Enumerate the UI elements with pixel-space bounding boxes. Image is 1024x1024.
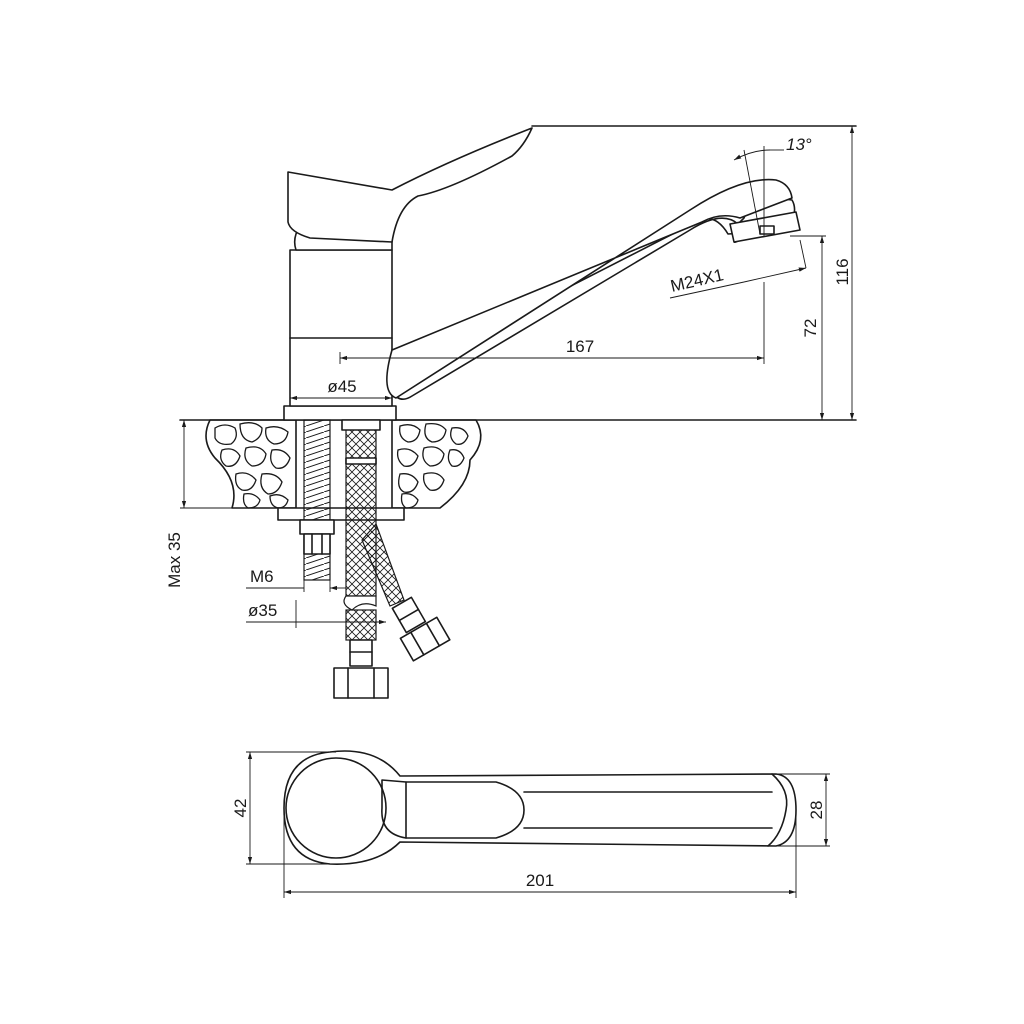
dim-spout-height: 72 — [801, 319, 820, 338]
dim-total-height: 116 — [833, 258, 852, 285]
dim-spout-width: 28 — [807, 801, 826, 820]
dim-hole-diameter: ø35 — [248, 601, 277, 620]
dim-angle: 13° — [786, 135, 812, 154]
lever-handle — [287, 127, 533, 243]
dim-body-diameter: ø45 — [327, 377, 356, 396]
mounting-stud — [299, 419, 335, 581]
dim-width: 42 — [231, 799, 250, 818]
supply-hoses — [333, 419, 451, 699]
top-view: 42 28 201 — [231, 750, 830, 898]
dim-spout-reach: 167 — [566, 337, 594, 356]
dim-thread: M24X1 — [669, 265, 726, 296]
side-view: 116 72 167 ø45 M24X1 13° Max 35 M6 — [165, 125, 857, 699]
top-view-body — [283, 750, 797, 865]
dim-max-thickness: Max 35 — [165, 532, 184, 588]
dim-total-length: 201 — [526, 871, 554, 890]
dim-stud: M6 — [250, 567, 274, 586]
